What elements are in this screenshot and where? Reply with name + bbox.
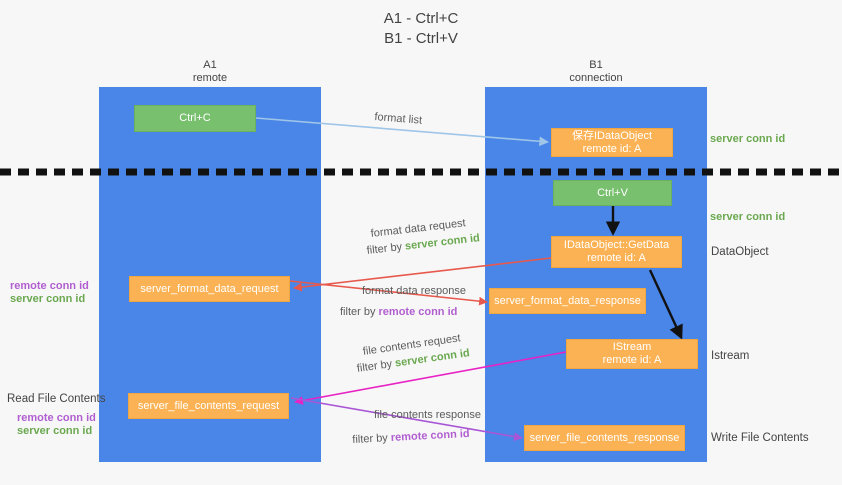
label-right-write-file-contents: Write File Contents [711, 431, 809, 445]
title-line-2: B1 - Ctrl+V [384, 30, 458, 47]
label-format-data-response-text: format data response [362, 285, 466, 297]
box-save-idataobject-line1: 保存IDataObject [571, 129, 653, 142]
box-ctrl-v-label: Ctrl+V [597, 186, 628, 199]
label-format-data-response: format data response [362, 284, 466, 298]
label-left-read-file-contents: Read File Contents [7, 392, 105, 406]
swimlane-a1-subtitle: remote [192, 72, 228, 84]
label-file-contents-response-text: file contents response [374, 409, 482, 421]
label-left-remote-conn-id-1-text: remote conn id [10, 280, 89, 292]
swimlane-a1-title: A1 [203, 59, 217, 71]
arrow-format-data-response [289, 280, 488, 306]
label-right-server-conn-id-top-text: server conn id [710, 133, 786, 145]
diagram-title: A1 - Ctrl+C B1 - Ctrl+V [0, 9, 842, 49]
swimlane-b1-subtitle: connection [569, 72, 623, 84]
label-file-contents-response-filter-prefix: filter by [352, 431, 392, 446]
box-server-format-data-request[interactable]: server_format_data_request [129, 276, 290, 302]
label-right-dataobject-text: DataObject [711, 246, 769, 258]
label-right-server-conn-id-top: server conn id [710, 132, 785, 146]
label-left-server-conn-id-1-text: server conn id [10, 293, 86, 305]
label-left-server-conn-id-2-text: server conn id [17, 425, 93, 437]
box-istream-line1: IStream [612, 341, 652, 353]
swimlane-b1-title: B1 [589, 59, 603, 71]
box-server-format-data-request-label: server_format_data_request [140, 282, 279, 295]
arrow-getdata-to-istream [648, 269, 683, 340]
label-format-list-text: format list [373, 110, 423, 127]
box-save-idataobject-line2: remote id: A [582, 142, 642, 155]
box-ctrl-c[interactable]: Ctrl+C [134, 105, 256, 132]
box-server-file-contents-response-label: server_file_contents_response [529, 431, 680, 444]
label-right-dataobject: DataObject [711, 245, 769, 259]
label-right-istream-text: Istream [711, 350, 750, 362]
box-server-format-data-response-label: server_format_data_response [494, 294, 641, 307]
label-left-remote-conn-id-1: remote conn id [10, 279, 89, 293]
box-ctrl-c-label: Ctrl+C [179, 112, 211, 124]
box-server-file-contents-request[interactable]: server_file_contents_request [128, 393, 289, 419]
box-idataobject-getdata[interactable]: IDataObject::GetData remote id: A [551, 236, 682, 268]
label-right-istream: Istream [711, 349, 749, 363]
arrow-format-list [255, 117, 549, 147]
swimlane-b1-header: B1 connection [526, 59, 666, 85]
box-save-idataobject[interactable]: 保存IDataObject remote id: A [551, 128, 673, 157]
arrow-format-data-request [293, 257, 552, 292]
label-format-data-response-filter-value: remote conn id [378, 306, 458, 318]
box-server-file-contents-request-label: server_file_contents_request [137, 399, 280, 412]
swimlane-a1-header: A1 remote [140, 59, 280, 85]
arrow-file-contents-request [294, 351, 567, 405]
label-format-data-response-filter: filter by remote conn id [340, 305, 457, 319]
box-istream[interactable]: IStream remote id: A [566, 339, 698, 369]
label-format-data-response-filter-prefix: filter by [340, 306, 379, 318]
label-left-server-conn-id-1: server conn id [10, 292, 85, 306]
box-idataobject-getdata-line2: remote id: A [587, 252, 646, 264]
label-right-server-conn-id-mid: server conn id [710, 210, 785, 224]
label-left-server-conn-id-2: server conn id [17, 424, 92, 438]
label-left-read-file-contents-text: Read File Contents [7, 393, 106, 405]
box-server-format-data-response[interactable]: server_format_data_response [489, 288, 646, 314]
label-right-write-file-contents-text: Write File Contents [711, 432, 809, 444]
label-left-remote-conn-id-2-text: remote conn id [17, 412, 96, 424]
label-left-remote-conn-id-2: remote conn id [17, 411, 96, 425]
box-idataobject-getdata-line1: IDataObject::GetData [563, 239, 670, 251]
box-ctrl-v[interactable]: Ctrl+V [553, 180, 672, 206]
box-istream-line2: remote id: A [602, 354, 662, 366]
box-server-file-contents-response[interactable]: server_file_contents_response [524, 425, 685, 451]
label-right-server-conn-id-mid-text: server conn id [710, 211, 786, 223]
label-file-contents-response: file contents response [374, 408, 481, 422]
arrow-file-contents-response [290, 397, 523, 441]
title-line-1: A1 - Ctrl+C [383, 10, 459, 27]
